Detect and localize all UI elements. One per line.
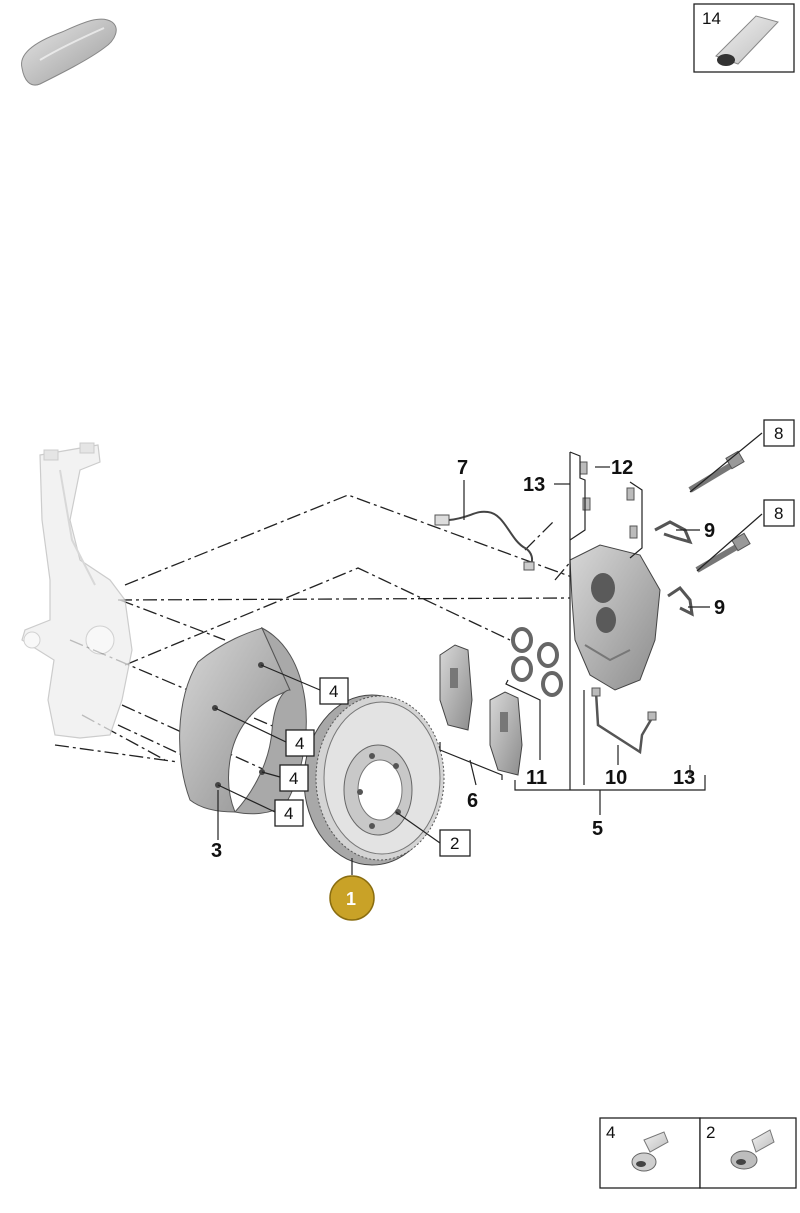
- callout-11[interactable]: 11: [526, 767, 547, 789]
- callout-4-1: 4: [329, 682, 338, 701]
- leader-lines: [214, 432, 763, 875]
- callout-5[interactable]: 5: [592, 818, 603, 840]
- legend-item-4-box[interactable]: 4: [599, 1117, 701, 1189]
- callout-1: 1: [346, 889, 356, 909]
- legend-item-2-box[interactable]: 2: [699, 1117, 797, 1189]
- callout-13-bottom[interactable]: 13: [673, 767, 695, 789]
- callouts: 7 13 12 9 9 3 6 11 10 13 5: [211, 457, 725, 862]
- callout-8-upper: 8: [774, 424, 783, 443]
- screw-countersunk-icon: [730, 1129, 775, 1170]
- callout-4-box-3[interactable]: 4: [279, 764, 309, 792]
- callout-4-3: 4: [289, 769, 298, 788]
- legend-item-4-number: 4: [606, 1123, 615, 1142]
- item-14-number: 14: [702, 9, 721, 28]
- callout-13-top[interactable]: 13: [523, 474, 545, 496]
- callout-3[interactable]: 3: [211, 840, 222, 862]
- callout-9-upper[interactable]: 9: [704, 520, 715, 542]
- retaining-clip-lower: [667, 586, 694, 617]
- piston-seals: [511, 627, 563, 697]
- callout-2: 2: [450, 834, 459, 853]
- callout-6[interactable]: 6: [467, 790, 478, 812]
- callout-4-box-2[interactable]: 4: [285, 729, 315, 757]
- brake-line: [591, 687, 657, 755]
- screw-flat-head-icon: [631, 1131, 669, 1172]
- car-model-icon: [21, 18, 117, 86]
- callout-1-highlight[interactable]: 1: [329, 875, 375, 921]
- callout-8-lower-box[interactable]: 8: [763, 499, 795, 527]
- callout-8-lower: 8: [774, 504, 783, 523]
- grease-tube-icon: [715, 15, 779, 66]
- caliper-bolt-upper: [688, 450, 745, 493]
- item-14-box[interactable]: 14: [693, 3, 795, 73]
- brake-disc: [303, 694, 445, 866]
- callout-4-2: 4: [295, 734, 304, 753]
- brake-pad-lower: [489, 691, 523, 776]
- legend-item-2-number: 2: [706, 1123, 715, 1142]
- callout-4-box-4[interactable]: 4: [274, 799, 304, 827]
- callout-9-lower[interactable]: 9: [714, 597, 725, 619]
- caliper-bolt-lower: [695, 532, 751, 573]
- brake-caliper: [569, 544, 661, 691]
- callout-2-box[interactable]: 2: [439, 829, 471, 857]
- callout-4-4: 4: [284, 804, 293, 823]
- callout-8-upper-box[interactable]: 8: [763, 419, 795, 447]
- brake-pad-upper: [439, 644, 473, 731]
- callout-4-box-1[interactable]: 4: [319, 677, 349, 705]
- callout-7[interactable]: 7: [457, 457, 468, 479]
- retaining-clip-upper: [654, 520, 693, 545]
- bleed-screws: [579, 461, 638, 539]
- callout-10[interactable]: 10: [605, 767, 627, 789]
- steering-knuckle: [21, 442, 133, 739]
- wear-sensor-cable: [434, 510, 535, 571]
- callout-12[interactable]: 12: [611, 457, 633, 479]
